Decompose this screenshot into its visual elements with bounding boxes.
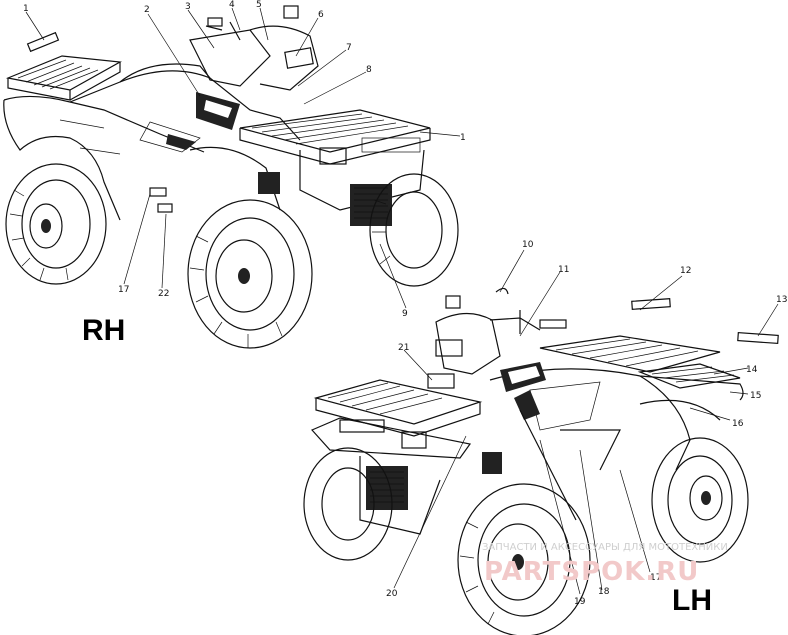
watermark-main-text: PARTSPOK.RU <box>484 557 699 587</box>
lh-callout-19: 19 <box>574 597 586 607</box>
rh-decal-17 <box>149 187 167 197</box>
lh-callout-20: 20 <box>386 589 398 599</box>
rh-callout-2: 2 <box>144 5 150 15</box>
watermark: ЗАПЧАСТИ И АКСЕССУАРЫ ДЛЯ МОТОТЕХНИКИ PA… <box>482 542 728 587</box>
atv-left-hand-view <box>303 287 779 635</box>
rh-callout-3: 3 <box>185 2 191 12</box>
rh-handlebars <box>189 5 319 91</box>
rh-front-end <box>189 109 431 226</box>
rh-body <box>3 63 301 221</box>
lh-decal-21 <box>427 373 455 389</box>
lh-callout-16: 16 <box>732 419 744 429</box>
lh-body <box>489 362 744 521</box>
rh-view-label: RH <box>82 314 125 347</box>
rh-callout-17: 17 <box>118 285 129 295</box>
lh-callout-17: 17 <box>650 573 661 583</box>
rh-callout-8: 8 <box>366 65 372 75</box>
lh-callout-15: 15 <box>750 391 761 401</box>
rh-callouts: 1 2 3 4 5 6 7 8 1 9 17 22 <box>23 0 466 319</box>
rh-callout-5: 5 <box>256 0 262 10</box>
lh-callout-12: 12 <box>680 266 691 276</box>
lh-view-label: LH <box>672 584 712 617</box>
rh-decal-22 <box>157 203 173 213</box>
lh-rear-rack <box>539 335 741 389</box>
lh-callout-18: 18 <box>598 587 610 597</box>
rh-decal-1-detached <box>26 31 60 53</box>
watermark-top-text: ЗАПЧАСТИ И АКСЕССУАРЫ ДЛЯ МОТОТЕХНИКИ <box>482 542 728 553</box>
lh-front-end <box>310 379 502 535</box>
lh-front-wheel <box>457 483 591 635</box>
rh-callout-1: 1 <box>23 4 29 14</box>
lh-decal-13-detached <box>737 331 779 345</box>
lh-handlebars <box>435 287 567 375</box>
rh-callout-9: 9 <box>402 309 408 319</box>
rh-callout-7: 7 <box>346 43 352 53</box>
lh-callout-10: 10 <box>522 240 534 250</box>
lh-rear-wheel <box>651 437 749 563</box>
lh-callouts: 10 11 12 13 14 15 16 21 20 19 18 17 <box>386 240 787 607</box>
rh-front-wheel <box>187 199 313 349</box>
rh-rear-rack <box>5 55 122 101</box>
rh-rear-wheel <box>5 163 107 285</box>
atv-right-hand-view <box>3 5 459 349</box>
lh-far-wheel <box>303 447 393 561</box>
lh-callout-11: 11 <box>558 265 569 275</box>
rh-callout-6: 6 <box>318 10 324 20</box>
lh-callout-13: 13 <box>776 295 787 305</box>
rh-far-wheel <box>369 173 459 287</box>
rh-callout-1-front: 1 <box>460 133 466 143</box>
rh-callout-22: 22 <box>158 289 169 299</box>
rh-callout-4: 4 <box>229 0 235 10</box>
lh-decal-12-detached <box>631 298 671 310</box>
lh-callout-14: 14 <box>746 365 758 375</box>
lh-callout-21: 21 <box>398 343 409 353</box>
